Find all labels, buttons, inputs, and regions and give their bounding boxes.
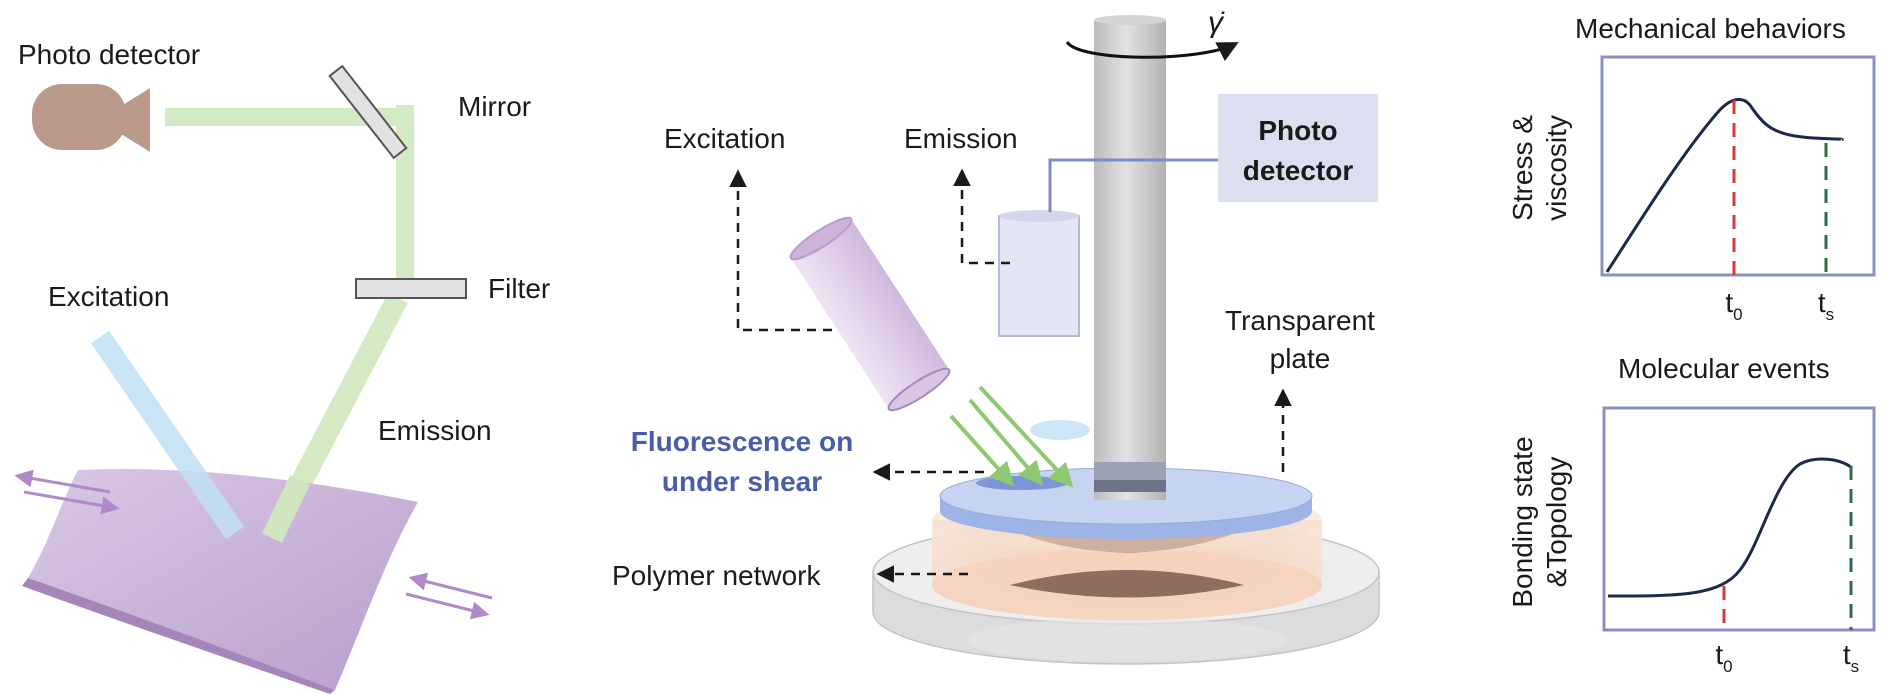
mechanical-frame: [1600, 55, 1876, 277]
mechanical-t0-sub: 0: [1733, 305, 1742, 324]
transparent-plate-label-1: Transparent: [1225, 305, 1375, 336]
transparent-plate-label-2: plate: [1270, 343, 1331, 374]
fluorescence-label-2: under shear: [662, 466, 822, 497]
emission-label-center: Emission: [904, 123, 1018, 154]
excitation-beam: [90, 330, 245, 540]
emission-beam-on-film: [262, 475, 310, 543]
detector-connector: [1048, 158, 1218, 212]
dashed-arrows: [729, 168, 1292, 583]
polymer-film: [28, 468, 418, 690]
molecular-title: Molecular events: [1618, 353, 1830, 384]
rotation-arrow: [1065, 40, 1239, 62]
molecular-ts-label: ts: [1843, 639, 1859, 676]
center-setup: γ̇ Photo detector: [612, 6, 1380, 665]
shear-rate-symbol: γ̇: [1208, 6, 1225, 39]
photo-detector-box-label-2: detector: [1243, 155, 1354, 186]
fluorescence-label-1: Fluorescence on: [631, 426, 854, 457]
excitation-label-left: Excitation: [48, 281, 169, 312]
filter-plate: [355, 278, 467, 299]
shear-arrows-right: [405, 572, 493, 620]
photo-detector-box-label-1: Photo: [1258, 115, 1337, 146]
glow: [1030, 420, 1090, 440]
photo-detector-box: [1218, 94, 1378, 202]
molecular-curve: [1607, 457, 1853, 598]
excitation-tube: [789, 216, 951, 412]
polymer-network-label: Polymer network: [612, 560, 822, 591]
molecular-ylabel-2: &Topology: [1541, 457, 1572, 588]
mechanical-t0-label: t0: [1725, 287, 1742, 324]
photo-detector-icon: [32, 84, 150, 152]
left-setup: Photo detector Mirror Filter Excitation …: [14, 39, 550, 694]
photo-detector-label: Photo detector: [18, 39, 200, 70]
molecular-events-panel: Molecular events Bonding state &Topology…: [1507, 353, 1876, 676]
molecular-t0-label: t0: [1715, 639, 1732, 676]
mechanical-ylabel-2: viscosity: [1541, 115, 1572, 221]
rheometer-shaft: [1094, 15, 1166, 500]
shear-arrows-left: [14, 469, 120, 515]
mechanical-title: Mechanical behaviors: [1575, 13, 1846, 44]
mechanical-ts-sub: s: [1826, 305, 1835, 324]
molecular-ts-sub: s: [1851, 657, 1860, 676]
excitation-label-center: Excitation: [664, 123, 785, 154]
emission-label-left: Emission: [378, 415, 492, 446]
emission-collector: [998, 210, 1080, 337]
mirror-label: Mirror: [458, 91, 531, 122]
filter-label: Filter: [488, 273, 550, 304]
molecular-ylabel-1: Bonding state: [1507, 436, 1538, 607]
mirror-plate: [328, 64, 408, 160]
mechanical-ts-label: ts: [1818, 287, 1834, 324]
molecular-frame: [1602, 406, 1876, 632]
molecular-t0-sub: 0: [1723, 657, 1732, 676]
mechanical-behaviors-panel: Mechanical behaviors Stress & viscosity …: [1507, 13, 1876, 324]
mechanical-curve: [1605, 98, 1844, 273]
mechanical-ylabel-1: Stress &: [1507, 115, 1538, 221]
film-edge: [22, 578, 335, 694]
excitation-light-arrows: [949, 385, 1074, 488]
